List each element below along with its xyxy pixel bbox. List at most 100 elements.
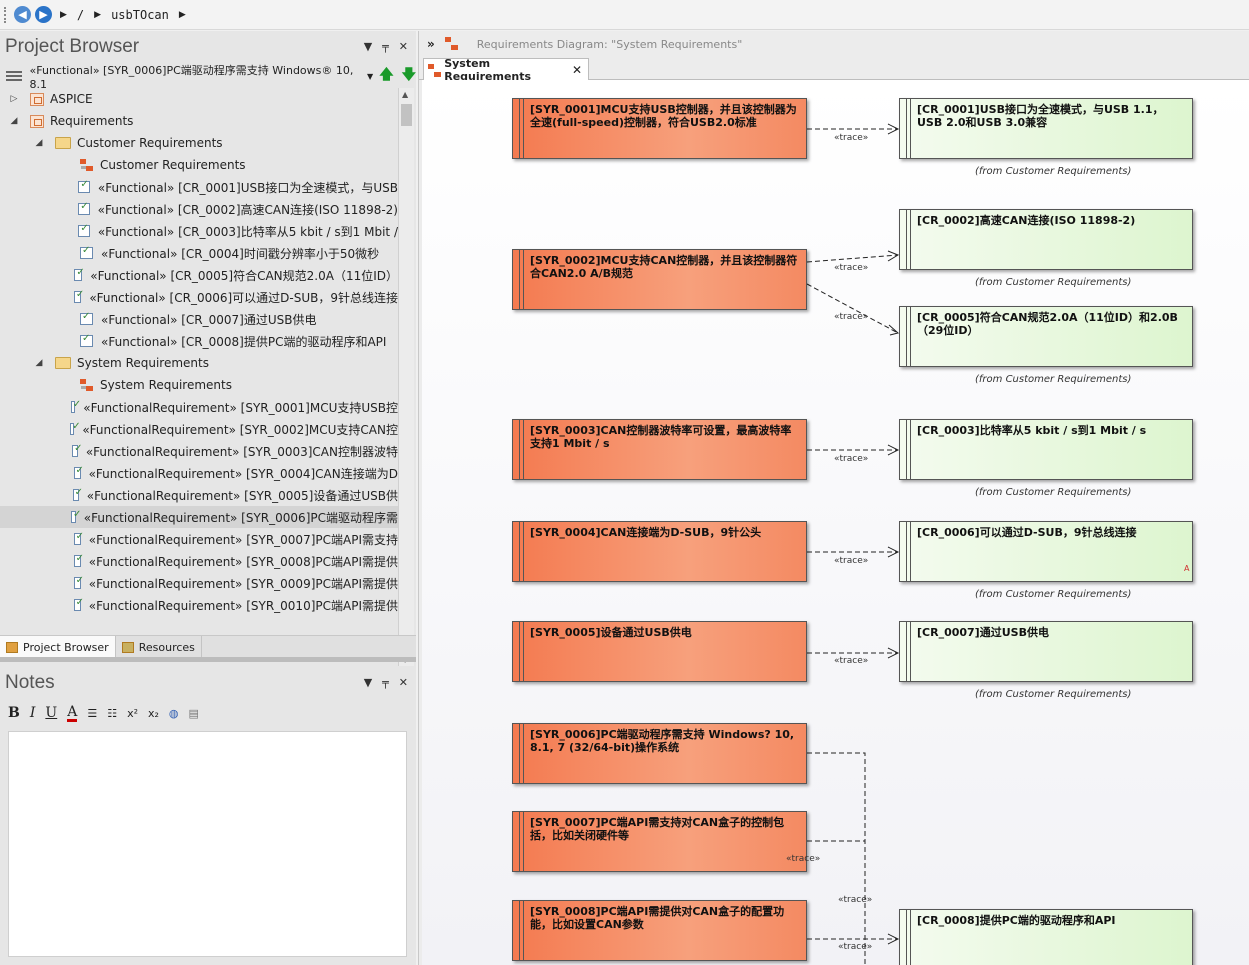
bold-button[interactable]: B bbox=[8, 705, 20, 721]
tree-item[interactable]: «FunctionalRequirement» [SYR_0010]PC端API… bbox=[0, 594, 398, 616]
expand-icon[interactable]: » bbox=[427, 37, 435, 51]
numbered-list-icon[interactable]: ☷ bbox=[107, 706, 118, 720]
project-browser-tabs: Project Browser Resources bbox=[0, 635, 416, 658]
tree-item-label: «Functional» [CR_0002]高速CAN连接(ISO 11898-… bbox=[97, 202, 398, 217]
tree-item-label: «Functional» [CR_0003]比特率从5 kbit / s到1 M… bbox=[97, 224, 398, 239]
tab-resources[interactable]: Resources bbox=[116, 636, 202, 658]
warning-marker: A bbox=[1184, 564, 1190, 573]
breadcrumb-separator-icon[interactable]: ▶ bbox=[178, 9, 186, 20]
syr-requirement-box[interactable]: [SYR_0003]CAN控制器波特率可设置，最高波特率支持1 Mbit / s bbox=[512, 419, 807, 480]
italic-button[interactable]: I bbox=[29, 705, 36, 721]
syr-requirement-box[interactable]: [SYR_0005]设备通过USB供电 bbox=[512, 621, 807, 682]
tree-item[interactable]: ◢ Customer Requirements bbox=[0, 132, 398, 154]
forward-icon[interactable]: ▶ bbox=[35, 6, 52, 23]
context-path[interactable]: «Functional» [SYR_0006]PC端驱动程序需支持 Window… bbox=[29, 63, 354, 91]
tab-project-browser[interactable]: Project Browser bbox=[0, 636, 116, 658]
expand-toggle-icon[interactable]: ◢ bbox=[35, 358, 43, 368]
tree-item-label: «FunctionalRequirement» [SYR_0009]PC端API… bbox=[88, 576, 398, 591]
breadcrumb-separator-icon[interactable]: ▶ bbox=[60, 9, 67, 20]
cr-requirement-box[interactable]: [CR_0002]高速CAN连接(ISO 11898-2) bbox=[899, 209, 1193, 270]
breadcrumb-root[interactable]: / bbox=[76, 7, 85, 22]
requirement-icon bbox=[73, 553, 84, 567]
notes-editor[interactable] bbox=[8, 731, 407, 957]
expand-toggle-icon[interactable]: ▷ bbox=[10, 94, 18, 104]
tree-item[interactable]: «FunctionalRequirement» [SYR_0009]PC端API… bbox=[0, 572, 398, 594]
expand-toggle-icon[interactable]: ◢ bbox=[10, 116, 18, 126]
cr-requirement-box[interactable]: [CR_0006]可以通过D-SUB，9针总线连接 bbox=[899, 521, 1193, 582]
expand-toggle-icon[interactable]: ◢ bbox=[35, 138, 43, 148]
package-icon bbox=[30, 114, 44, 128]
close-icon[interactable]: ✕ bbox=[398, 676, 408, 689]
close-icon[interactable]: ✕ bbox=[398, 40, 408, 53]
scroll-up-icon[interactable]: ▲ bbox=[402, 90, 409, 99]
tree-item[interactable]: «Functional» [CR_0001]USB接口为全速模式，与USB bbox=[0, 176, 398, 198]
move-up-icon[interactable]: 🡅 bbox=[379, 67, 394, 83]
menu-icon[interactable] bbox=[6, 71, 22, 81]
syr-requirement-box[interactable]: [SYR_0006]PC端驱动程序需支持 Windows? 10, 8.1, 7… bbox=[512, 723, 807, 784]
tree-item-label: System Requirements bbox=[100, 378, 232, 392]
project-tree: ▷ASPICE◢Requirements◢Customer Requiremen… bbox=[0, 88, 398, 634]
syr-requirement-box[interactable]: [SYR_0004]CAN连接端为D-SUB，9针公头 bbox=[512, 521, 807, 582]
navigation-bar: ◀ ▶ ▶ / ▶ usbTOcan ▶ bbox=[0, 0, 1249, 30]
tree-item[interactable]: «Functional» [CR_0006]可以通过D-SUB，9针总线连接 bbox=[0, 286, 398, 308]
tree-item[interactable]: ◢System Requirements bbox=[0, 352, 398, 374]
back-icon[interactable]: ◀ bbox=[14, 6, 31, 23]
cr-requirement-box[interactable]: [CR_0001]USB接口为全速模式，与USB 1.1，USB 2.0和USB… bbox=[899, 98, 1193, 159]
trace-label: «trace» bbox=[834, 263, 869, 273]
diagram-canvas[interactable]: [SYR_0001]MCU支持USB控制器，并且该控制器为全速(full-spe… bbox=[422, 80, 1249, 965]
breadcrumb-separator-icon[interactable]: ▶ bbox=[94, 9, 102, 20]
tree-item[interactable]: «FunctionalRequirement» [SYR_0002]MCU支持C… bbox=[0, 418, 398, 440]
tree-item[interactable]: Customer Requirements bbox=[0, 154, 398, 176]
dropdown-icon[interactable]: ▼ bbox=[363, 676, 373, 689]
tree-scrollbar[interactable]: ▲ ▼ bbox=[398, 88, 414, 666]
tree-item-label: Customer Requirements bbox=[77, 136, 223, 150]
syr-requirement-box[interactable]: [SYR_0008]PC端API需提供对CAN盒子的配置功能，比如设置CAN参数 bbox=[512, 900, 807, 961]
tree-item[interactable]: «FunctionalRequirement» [SYR_0008]PC端API… bbox=[0, 550, 398, 572]
breadcrumb-item[interactable]: usbTOcan bbox=[111, 7, 169, 22]
subscript-button[interactable]: x₂ bbox=[147, 706, 159, 720]
pin-icon[interactable]: ╤ bbox=[382, 40, 389, 53]
underline-button[interactable]: U bbox=[45, 705, 58, 721]
cr-requirement-box[interactable]: [CR_0003]比特率从5 kbit / s到1 Mbit / s bbox=[899, 419, 1193, 480]
project-browser-icon bbox=[6, 641, 18, 653]
document-icon[interactable]: ▤ bbox=[188, 706, 199, 720]
tree-item[interactable]: ▷ASPICE bbox=[0, 88, 398, 110]
pin-icon[interactable]: ╤ bbox=[382, 676, 389, 689]
superscript-button[interactable]: x² bbox=[127, 706, 138, 720]
cr-requirement-box[interactable]: [CR_0005]符合CAN规范2.0A（11位ID）和2.0B（29位ID） bbox=[899, 306, 1193, 367]
close-icon[interactable]: ✕ bbox=[571, 62, 582, 77]
tab-label: Resources bbox=[138, 640, 195, 654]
tree-item-label: Customer Requirements bbox=[100, 158, 246, 172]
panel-splitter[interactable] bbox=[0, 657, 416, 662]
toolbar-grip[interactable] bbox=[4, 6, 8, 23]
bullet-list-icon[interactable]: ☰ bbox=[87, 706, 98, 720]
tree-item[interactable]: «Functional» [CR_0005]符合CAN规范2.0A（11位ID） bbox=[0, 264, 398, 286]
dropdown-icon[interactable]: ▼ bbox=[363, 40, 373, 53]
tree-item[interactable]: «FunctionalRequirement» [SYR_0004]CAN连接端… bbox=[0, 462, 398, 484]
tree-item[interactable]: «Functional» [CR_0004]时间戳分辨率小于50微秒 bbox=[0, 242, 398, 264]
tree-item[interactable]: «Functional» [CR_0003]比特率从5 kbit / s到1 M… bbox=[0, 220, 398, 242]
chevron-down-icon[interactable]: ▼ bbox=[367, 71, 374, 81]
tree-item[interactable]: «FunctionalRequirement» [SYR_0001]MCU支持U… bbox=[0, 396, 398, 418]
cr-requirement-box[interactable]: [CR_0008]提供PC端的驱动程序和API bbox=[899, 909, 1193, 965]
tree-item[interactable]: ◢Requirements bbox=[0, 110, 398, 132]
tree-item[interactable]: «FunctionalRequirement» [SYR_0007]PC端API… bbox=[0, 528, 398, 550]
scroll-thumb[interactable] bbox=[401, 104, 412, 126]
move-down-icon[interactable]: 🡇 bbox=[401, 67, 416, 83]
tree-item[interactable]: «FunctionalRequirement» [SYR_0003]CAN控制器… bbox=[0, 440, 398, 462]
tree-item[interactable]: «FunctionalRequirement» [SYR_0005]设备通过US… bbox=[0, 484, 398, 506]
syr-requirement-box[interactable]: [SYR_0002]MCU支持CAN控制器，并且该控制器符合CAN2.0 A/B… bbox=[512, 249, 807, 310]
font-color-button[interactable]: A bbox=[67, 703, 78, 722]
requirement-icon bbox=[73, 465, 84, 479]
tab-system-requirements[interactable]: System Requirements ✕ bbox=[423, 57, 589, 83]
tree-item[interactable]: «FunctionalRequirement» [SYR_0006]PC端驱动程… bbox=[0, 506, 398, 528]
tree-item[interactable]: «Functional» [CR_0007]通过USB供电 bbox=[0, 308, 398, 330]
syr-requirement-box[interactable]: [SYR_0001]MCU支持USB控制器，并且该控制器为全速(full-spe… bbox=[512, 98, 807, 159]
tree-item[interactable]: System Requirements bbox=[0, 374, 398, 396]
spellcheck-icon[interactable]: ◍ bbox=[168, 706, 179, 720]
tree-item[interactable]: «Functional» [CR_0002]高速CAN连接(ISO 11898-… bbox=[0, 198, 398, 220]
syr-requirement-box[interactable]: [SYR_0007]PC端API需支持对CAN盒子的控制包括，比如关闭硬件等 bbox=[512, 811, 807, 872]
tree-item[interactable]: «Functional» [CR_0008]提供PC端的驱动程序和API bbox=[0, 330, 398, 352]
trace-label: «trace» bbox=[786, 854, 821, 864]
cr-requirement-box[interactable]: [CR_0007]通过USB供电 bbox=[899, 621, 1193, 682]
